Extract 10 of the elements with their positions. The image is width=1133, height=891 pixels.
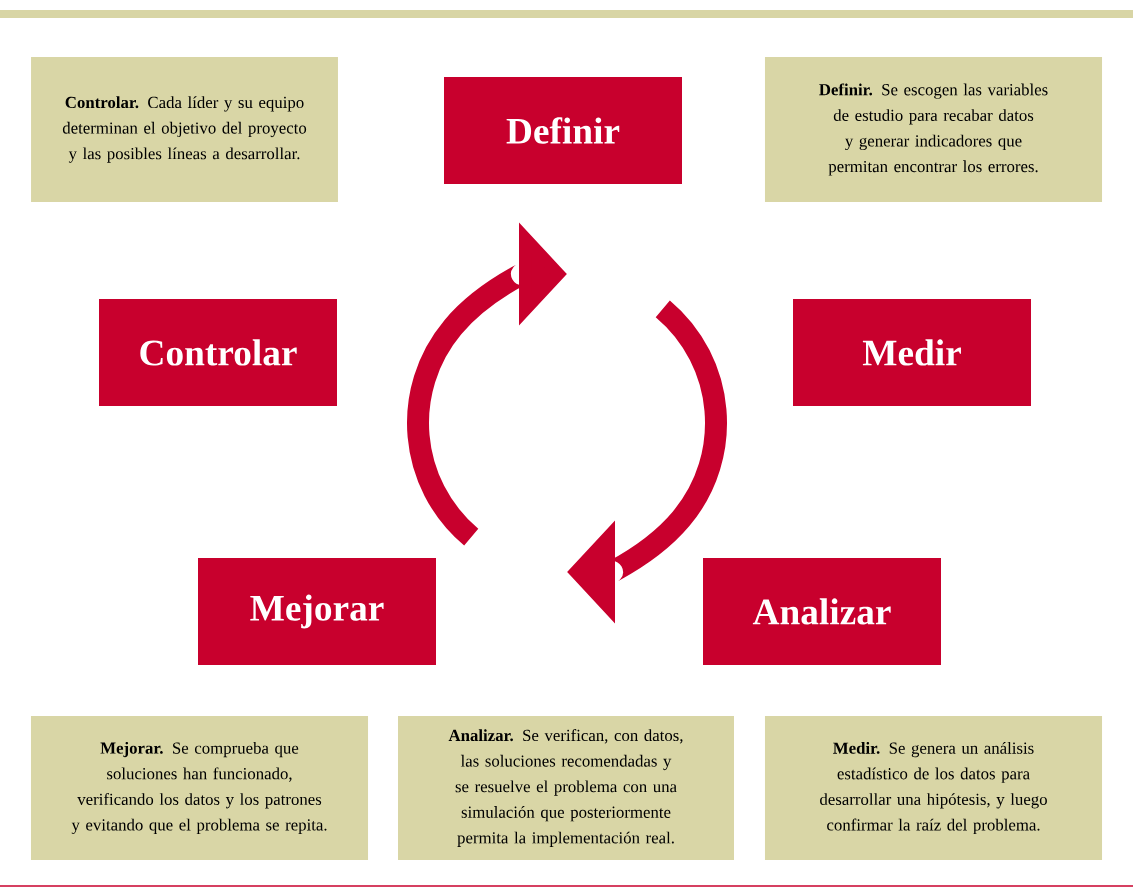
- description-box: Mejorar. Se comprueba que soluciones han funcionado, verificando los datos y los patrones y evitando que el problema se repita.: [30, 716, 369, 860]
- description-box: Controlar. Cada líder y su equipo determinan el objetivo del proyecto y las posibles líneas a desarrollar.: [31, 56, 338, 202]
- description-box: Medir. Se genera un análisis estadístico de los datos para desarrollar una hipótesis, y luego confirmar la raíz del problema.: [764, 716, 1103, 860]
- description-box: Definir. Se escogen las variables de estudio para recabar datos y generar indicadores que permitan encontrar los errores.: [764, 56, 1103, 202]
- step-box: Analizar: [703, 558, 941, 665]
- step-box: Mejorar: [198, 558, 436, 665]
- step-box: Controlar: [99, 299, 337, 406]
- step-box: Medir: [793, 299, 1031, 406]
- description-box: Analizar. Se verifican, con datos, las soluciones recomendadas y se resuelve el problema con una simulación que posteriormente permita la implementación real.: [398, 716, 734, 860]
- step-box: Definir: [444, 77, 682, 184]
